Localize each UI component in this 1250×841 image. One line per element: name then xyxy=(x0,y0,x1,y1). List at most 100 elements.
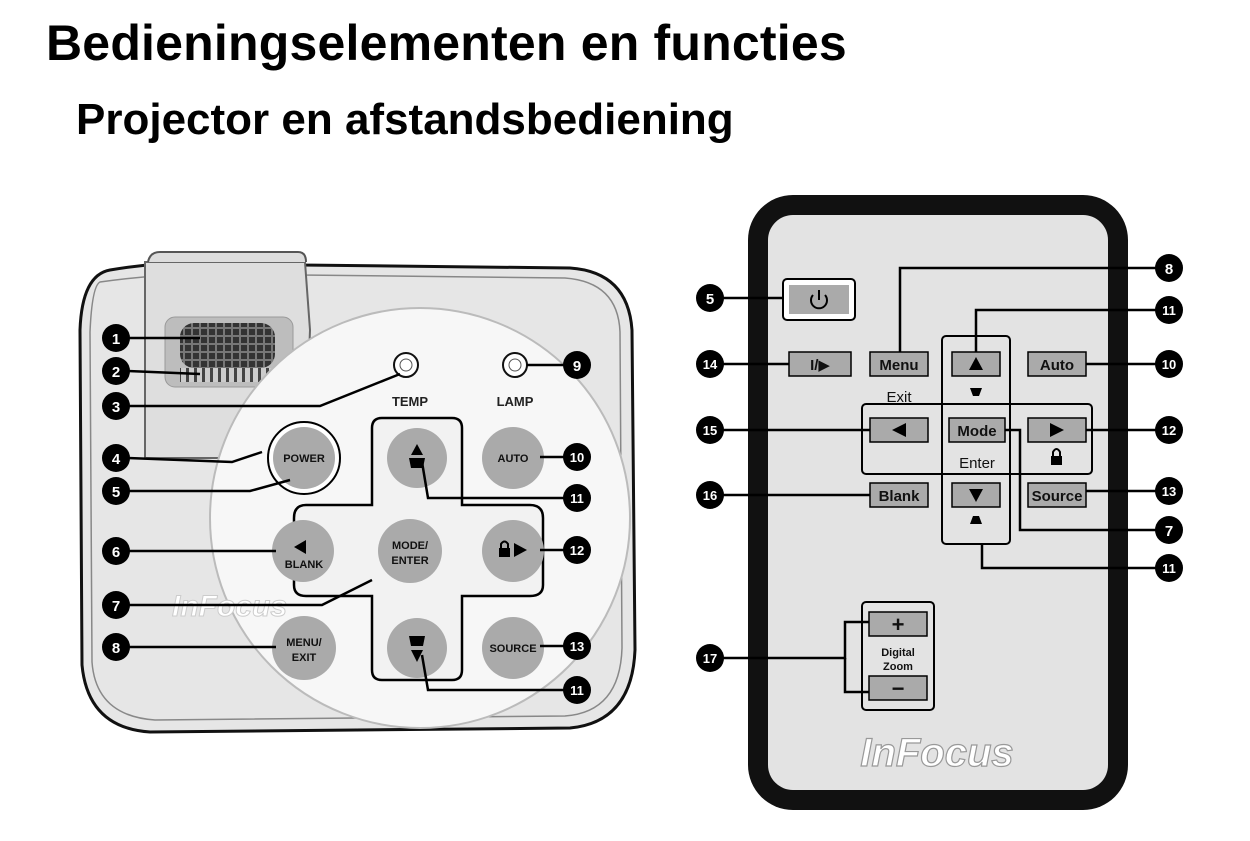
mode-enter-button[interactable]: MODE/ ENTER xyxy=(378,519,442,583)
remote-callout-7: 7 xyxy=(1155,516,1183,544)
menu-exit-line1: MENU/ xyxy=(286,637,321,649)
svg-text:3: 3 xyxy=(112,399,120,416)
zoom-out-button[interactable]: − xyxy=(868,675,928,701)
lock-right-button[interactable] xyxy=(482,520,544,582)
arrow-left-icon xyxy=(892,423,906,437)
remote-left-button[interactable] xyxy=(869,417,929,443)
remote-callout-15: 15 xyxy=(696,416,724,444)
auto-button-label: AUTO xyxy=(498,453,529,465)
remote-brand: InFocus xyxy=(860,731,1013,775)
svg-text:5: 5 xyxy=(112,484,120,501)
zoom-in-button[interactable]: + xyxy=(868,611,928,637)
mode-enter-line1: MODE/ xyxy=(392,540,428,552)
callout-4: 4 xyxy=(102,444,130,472)
svg-text:7: 7 xyxy=(112,598,120,615)
remote-control: Menu I/▶ Auto Exit Mode xyxy=(696,195,1183,810)
svg-text:11: 11 xyxy=(570,491,584,506)
callout-5: 5 xyxy=(102,477,130,505)
projector-leader-lines xyxy=(127,336,565,692)
remote-callout-11b: 11 xyxy=(1155,554,1183,582)
svg-text:16: 16 xyxy=(703,488,717,503)
source-button-label: SOURCE xyxy=(489,643,536,655)
menu-exit-button[interactable]: MENU/ EXIT xyxy=(272,616,336,680)
ir-sensor-vent xyxy=(180,368,275,382)
callout-3: 3 xyxy=(102,392,130,420)
digital-label: Digital xyxy=(881,647,915,659)
lock-icon xyxy=(1051,448,1062,465)
callout-2: 2 xyxy=(102,357,130,385)
remote-power-button[interactable] xyxy=(782,278,856,321)
source-button[interactable]: SOURCE xyxy=(482,617,544,679)
temp-label: TEMP xyxy=(392,394,428,409)
blank-left-button[interactable]: BLANK xyxy=(272,520,334,582)
projector-brand: InFocus xyxy=(172,590,287,623)
callout-6: 6 xyxy=(102,537,130,565)
remote-play-button[interactable]: I/▶ xyxy=(788,351,852,377)
arrow-down-icon xyxy=(411,650,423,662)
remote-play-label: I/▶ xyxy=(810,357,830,374)
mode-enter-line2: ENTER xyxy=(391,555,428,567)
remote-right-button[interactable] xyxy=(1027,417,1087,443)
remote-callout-17: 17 xyxy=(696,644,724,672)
remote-callout-10: 10 xyxy=(1155,350,1183,378)
remote-mode-label: Mode xyxy=(957,423,996,440)
up-button[interactable] xyxy=(387,428,447,488)
remote-callout-5: 5 xyxy=(696,284,724,312)
remote-source-label: Source xyxy=(1032,488,1083,505)
callout-12: 12 xyxy=(563,536,591,564)
svg-text:10: 10 xyxy=(570,450,584,465)
svg-text:14: 14 xyxy=(703,357,718,372)
callout-9: 9 xyxy=(563,351,591,379)
remote-callout-16: 16 xyxy=(696,481,724,509)
svg-text:1: 1 xyxy=(112,331,120,348)
remote-enter-label: Enter xyxy=(959,455,995,472)
speaker-grill xyxy=(180,323,275,368)
svg-text:6: 6 xyxy=(112,544,120,561)
remote-blank-button[interactable]: Blank xyxy=(869,482,929,508)
zoom-label: Zoom xyxy=(883,661,913,673)
auto-button[interactable]: AUTO xyxy=(482,427,544,489)
zoom-in-label: + xyxy=(892,612,905,637)
remote-mode-button[interactable]: Mode xyxy=(948,417,1006,443)
blank-button-label: BLANK xyxy=(285,559,324,571)
page-subtitle: Projector en afstandsbediening xyxy=(76,95,734,144)
arrow-down-icon xyxy=(969,489,983,502)
remote-source-button[interactable]: Source xyxy=(1027,482,1087,508)
svg-text:12: 12 xyxy=(570,543,584,558)
power-button[interactable]: POWER xyxy=(267,421,341,495)
power-button-label: POWER xyxy=(283,453,325,465)
remote-auto-label: Auto xyxy=(1040,357,1074,374)
remote-exit-label: Exit xyxy=(886,389,912,406)
callout-13: 13 xyxy=(563,632,591,660)
remote-leader-lines xyxy=(722,266,1157,694)
remote-callout-8: 8 xyxy=(1155,254,1183,282)
page-title: Bedieningselementen en functies xyxy=(46,15,847,71)
keystone-icon xyxy=(409,458,425,468)
remote-auto-button[interactable]: Auto xyxy=(1027,351,1087,377)
svg-text:17: 17 xyxy=(703,651,717,666)
svg-text:15: 15 xyxy=(703,423,717,438)
svg-text:11: 11 xyxy=(570,683,584,698)
callout-1: 1 xyxy=(102,324,130,352)
arrow-left-icon xyxy=(294,540,306,554)
projector-top-view: InFocus TEMP LAMP POWER AUTO BLANK xyxy=(78,251,637,734)
power-icon xyxy=(810,290,828,310)
svg-text:12: 12 xyxy=(1162,423,1176,438)
lock-icon xyxy=(499,548,510,557)
arrow-up-icon xyxy=(969,357,983,370)
svg-text:10: 10 xyxy=(1162,357,1176,372)
callout-11: 11 xyxy=(563,484,591,512)
down-button[interactable] xyxy=(387,618,447,678)
svg-text:9: 9 xyxy=(573,358,581,375)
lamp-label: LAMP xyxy=(497,394,534,409)
remote-menu-button[interactable]: Menu xyxy=(869,351,929,377)
svg-text:13: 13 xyxy=(570,639,584,654)
remote-down-button[interactable] xyxy=(951,482,1001,508)
remote-up-button[interactable] xyxy=(951,351,1001,377)
svg-text:11: 11 xyxy=(1162,561,1176,576)
arrow-up-icon xyxy=(411,444,423,455)
remote-face xyxy=(768,215,1108,790)
menu-exit-line2: EXIT xyxy=(292,652,317,664)
svg-text:11: 11 xyxy=(1162,303,1176,318)
remote-callout-12: 12 xyxy=(1155,416,1183,444)
